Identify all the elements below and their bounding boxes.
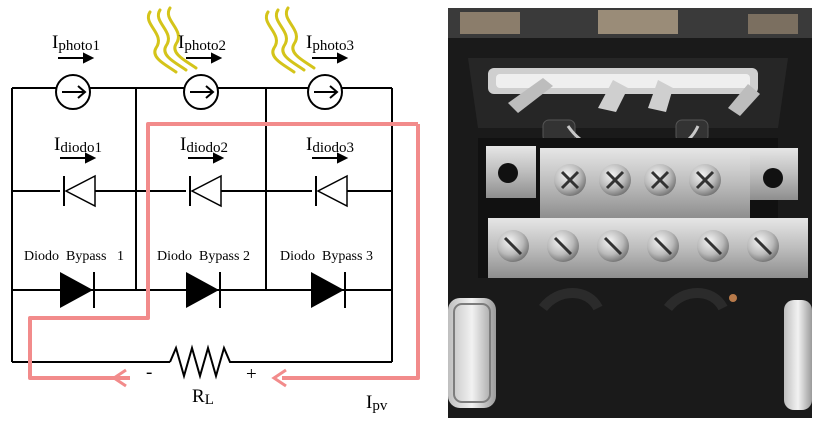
label-load: RL <box>192 386 214 408</box>
bypass-diode-2 <box>186 272 221 308</box>
solar-circuit-diagram: Iphoto1 Iphoto2 Iphoto3 Idiodo1 Idiodo2 … <box>11 6 420 414</box>
label-diode3: Idiodo3 <box>306 134 354 156</box>
current-arrowheads <box>111 368 287 388</box>
label-photo3: Iphoto3 <box>306 32 354 54</box>
label-diode2: Idiodo2 <box>180 134 228 156</box>
plus-sign: + <box>246 364 257 385</box>
diode-3 <box>312 174 348 208</box>
diode-2 <box>186 174 222 208</box>
current-source-3 <box>307 74 343 110</box>
diode-1 <box>60 174 96 208</box>
label-output-current: Ipv <box>366 392 388 414</box>
circuit-wiring <box>11 87 393 363</box>
label-photo1: Iphoto1 <box>52 32 100 54</box>
load-resistor <box>169 344 236 380</box>
label-bypass2: Diodo Bypass 2 <box>157 249 250 264</box>
label-bypass3: Diodo Bypass 3 <box>280 249 373 264</box>
photo-current-arrows <box>58 52 349 164</box>
junction-box-photo <box>448 8 812 418</box>
label-photo2: Iphoto2 <box>178 32 226 54</box>
label-bypass1: Diodo Bypass 1 <box>24 249 124 264</box>
bypass-diode-3 <box>311 272 346 308</box>
label-diode1: Idiodo1 <box>54 134 102 156</box>
minus-sign: - <box>146 362 152 383</box>
current-source-2 <box>183 74 219 110</box>
current-path <box>28 122 420 380</box>
current-source-1 <box>55 74 91 110</box>
bypass-diode-1 <box>60 272 95 308</box>
light-rays-icon <box>146 6 316 74</box>
